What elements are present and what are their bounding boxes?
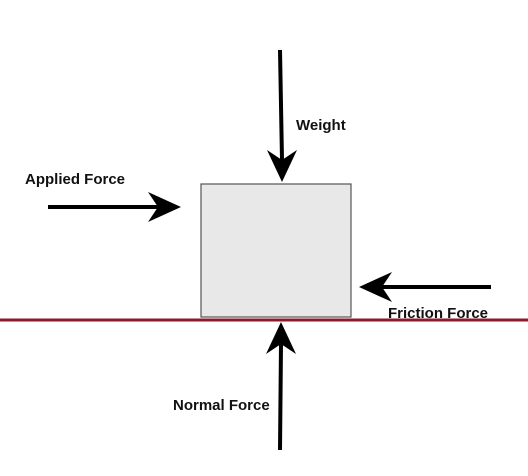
applied-force-arrow bbox=[48, 192, 181, 222]
weight-arrow bbox=[267, 49, 297, 182]
normal-force-label: Normal Force bbox=[173, 397, 270, 414]
friction-force-arrow bbox=[359, 272, 491, 302]
friction-force-label: Friction Force bbox=[388, 305, 488, 322]
weight-label: Weight bbox=[296, 117, 346, 134]
applied-force-label: Applied Force bbox=[25, 171, 125, 188]
normal-force-arrow bbox=[266, 322, 296, 451]
block bbox=[200, 183, 352, 318]
